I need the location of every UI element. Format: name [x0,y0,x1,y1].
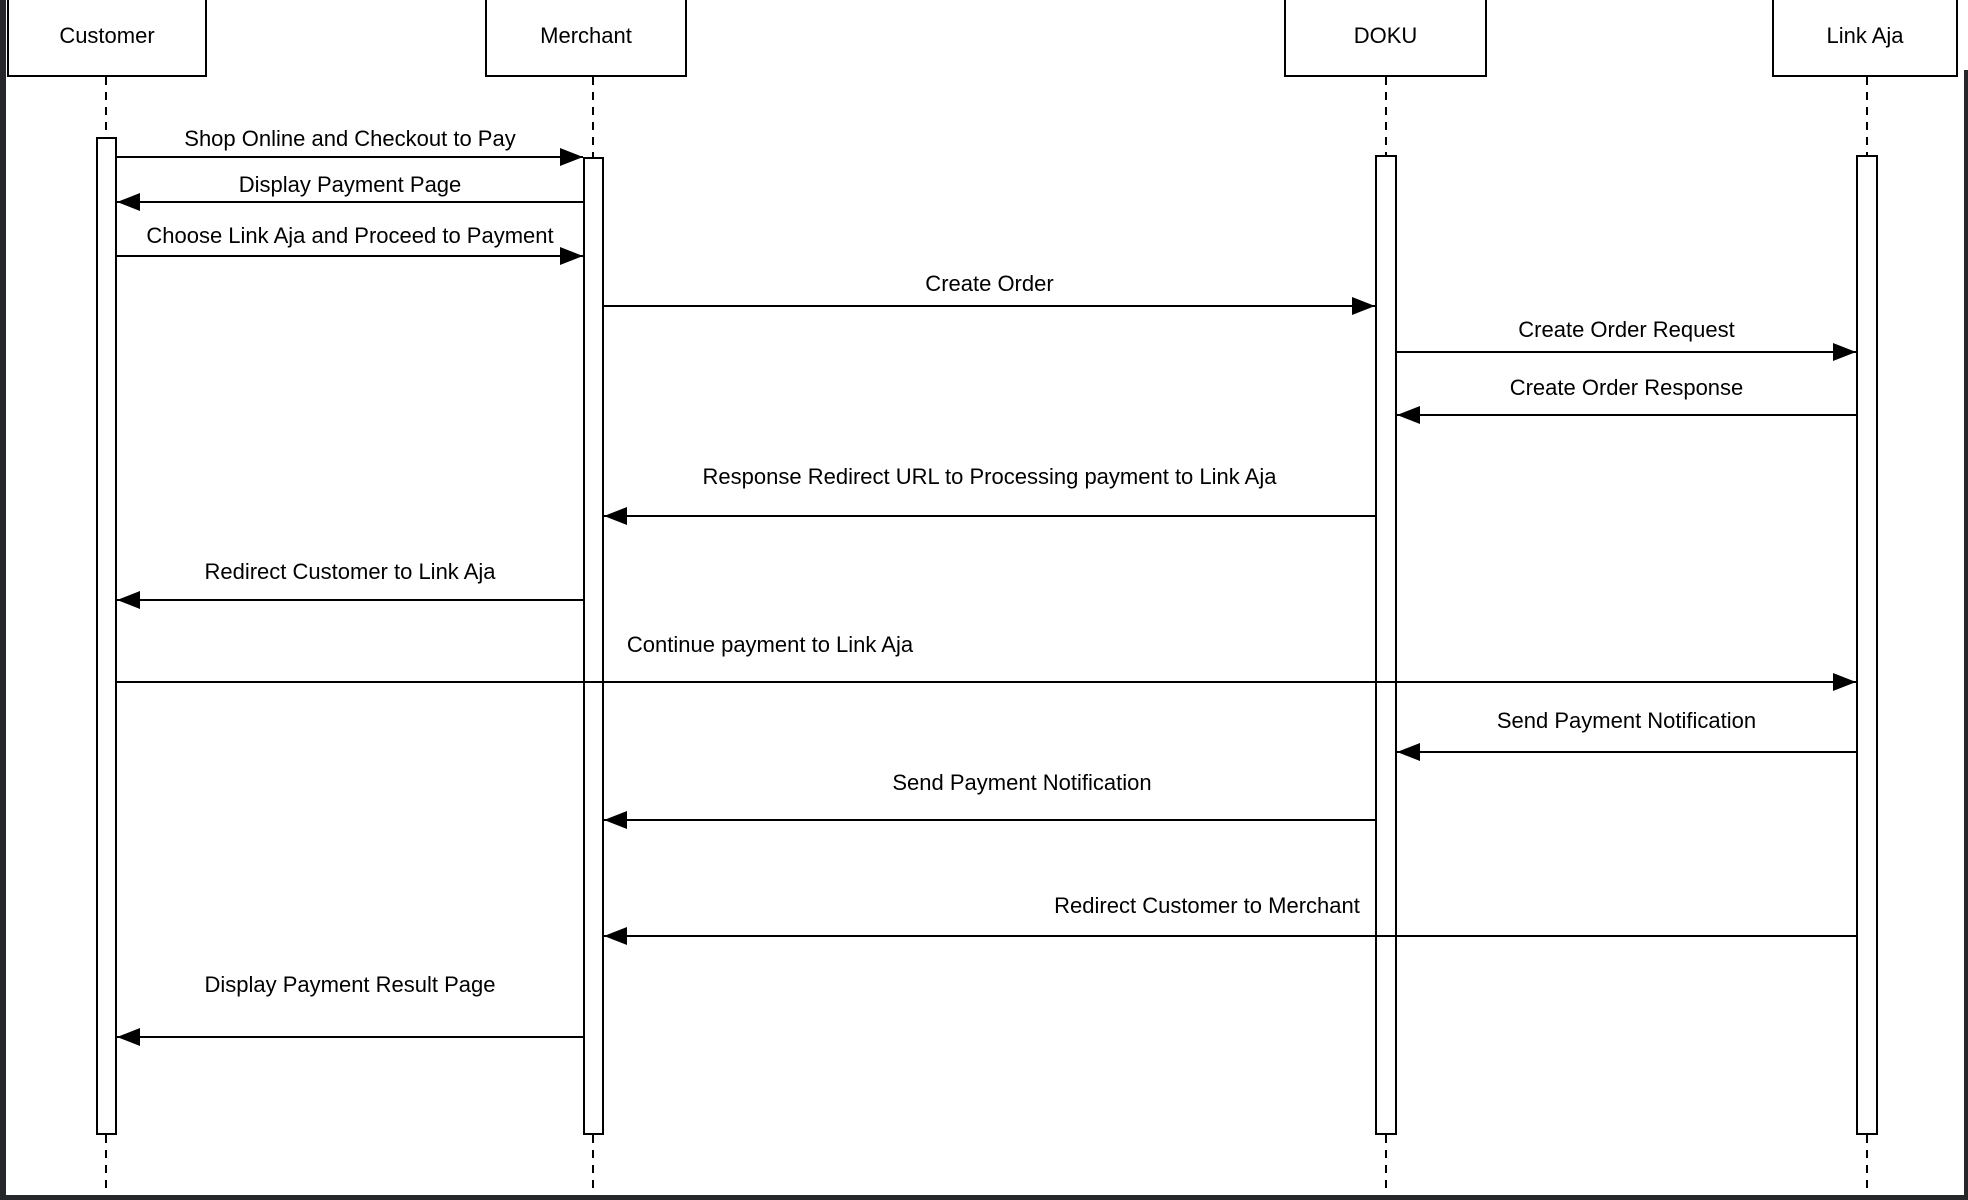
message-arrow [117,681,1856,683]
arrowhead-icon [1833,343,1856,361]
message-label: Send Payment Notification [892,770,1152,795]
message-arrow [117,255,583,257]
message-arrow [604,305,1375,307]
activation-bar-doku [1375,155,1397,1135]
actor-box-link-aja: Link Aja [1772,0,1958,77]
message-arrow [1397,751,1856,753]
message-label: Response Redirect URL to Processing paym… [702,464,1277,489]
message-arrow [604,515,1375,517]
arrowhead-icon [117,591,140,609]
activation-bar-customer [96,137,117,1135]
lifeline-customer-bottom [105,1135,107,1196]
message-arrow [117,599,583,601]
canvas-edge-bottom [0,1195,1968,1200]
lifeline-merchant-bottom [592,1135,594,1196]
message-label: Redirect Customer to Merchant [1054,893,1360,918]
message-arrow [1397,414,1856,416]
message-label: Create Order [925,271,1054,296]
message-label: Display Payment Result Page [204,972,496,997]
arrowhead-icon [560,247,583,265]
message-arrow [117,201,583,203]
arrowhead-icon [604,927,627,945]
lifeline-link-aja [1866,77,1868,155]
actor-name: Link Aja [1826,23,1904,48]
message-label: Display Payment Page [238,172,462,197]
message-label: Choose Link Aja and Proceed to Payment [146,223,554,248]
actor-box-doku: DOKU [1284,0,1487,77]
lifeline-customer [105,77,107,137]
arrowhead-icon [117,1028,140,1046]
message-arrow [117,156,583,158]
actor-box-merchant: Merchant [485,0,687,77]
message-arrow [604,819,1375,821]
message-label: Send Payment Notification [1496,708,1757,733]
message-label: Shop Online and Checkout to Pay [184,126,516,151]
actor-name: Merchant [540,23,632,48]
arrowhead-icon [1397,743,1420,761]
activation-bar-merchant [583,157,604,1135]
lifeline-link-aja-bottom [1866,1135,1868,1196]
lifeline-doku-bottom [1385,1135,1387,1196]
arrowhead-icon [1397,406,1420,424]
canvas-edge-left [0,0,6,1200]
arrowhead-icon [1352,297,1375,315]
arrowhead-icon [1833,673,1856,691]
lifeline-doku [1385,77,1387,155]
canvas-edge-right [1964,70,1968,1200]
activation-bar-link-aja [1856,155,1878,1135]
message-label: Redirect Customer to Link Aja [204,559,496,584]
message-label: Create Order Request [1518,317,1735,342]
message-arrow [604,935,1856,937]
actor-box-customer: Customer [7,0,207,77]
message-label: Create Order Response [1509,375,1744,400]
actor-name: Customer [59,23,155,48]
arrowhead-icon [604,811,627,829]
message-label: Continue payment to Link Aja [626,632,914,657]
arrowhead-icon [604,507,627,525]
message-arrow [117,1036,583,1038]
message-arrow [1397,351,1856,353]
actor-name: DOKU [1353,23,1418,48]
arrowhead-icon [560,148,583,166]
lifeline-merchant [592,77,594,157]
arrowhead-icon [117,193,140,211]
